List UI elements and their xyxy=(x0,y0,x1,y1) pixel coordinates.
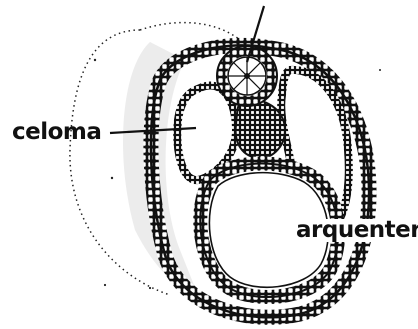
label-arquentero: arquentero xyxy=(294,219,418,242)
outer-boundary-top xyxy=(140,23,240,40)
label-celoma: celoma xyxy=(12,121,101,144)
